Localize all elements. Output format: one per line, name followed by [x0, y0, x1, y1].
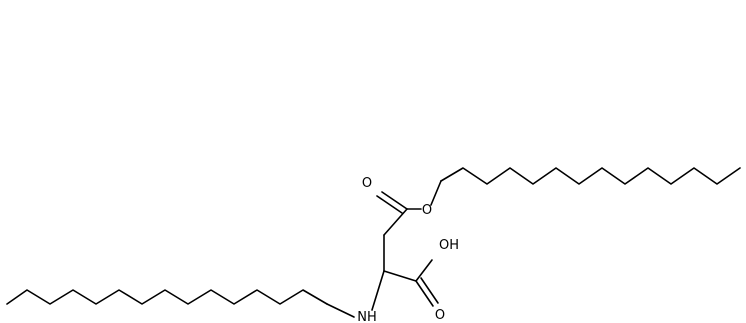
acid-c-to-ch-bond [383, 270, 417, 282]
amine-label: NH [357, 310, 377, 323]
dodecyl-chain-bonds [6, 289, 328, 305]
ester-c-o-double-bond-b [376, 195, 403, 214]
acid-carbonyl-oxygen-label: O [435, 308, 445, 323]
undecyl-chain-bonds [440, 167, 741, 185]
ester-o-chain-bond [430, 180, 442, 206]
nh-chain-bond [326, 303, 355, 318]
ester-oxygen-label: O [422, 203, 432, 218]
ester-carbonyl-oxygen-label: O [362, 176, 372, 191]
acid-c-o-double-bond-b [420, 277, 439, 304]
acid-c-o-double-bond-a [415, 280, 434, 307]
acid-c-oh-bond [415, 259, 433, 282]
ester-c-o-double-bond-a [381, 191, 408, 210]
acid-hydroxyl-label: OH [439, 238, 459, 253]
ch-nh-bond [371, 270, 385, 311]
ester-carbonyl-to-ch2-bond [383, 208, 408, 236]
